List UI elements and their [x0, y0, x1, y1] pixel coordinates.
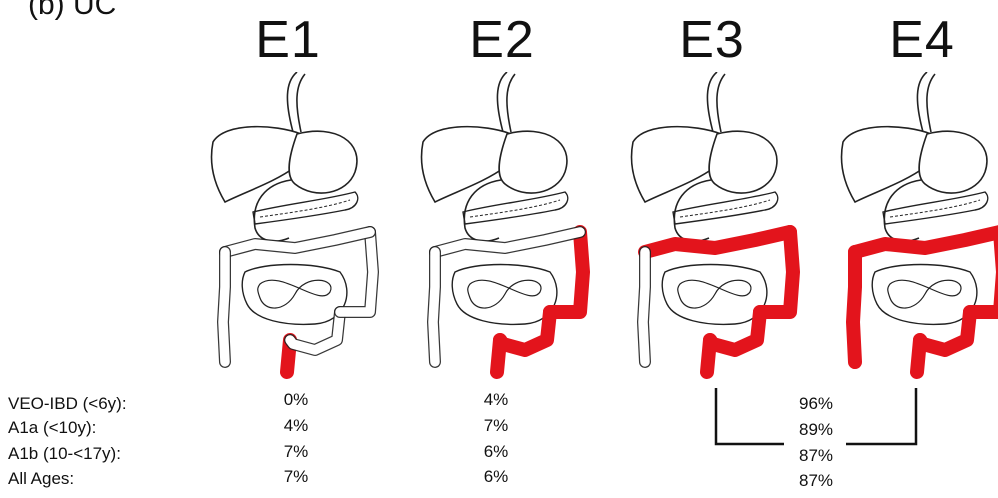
- row-label-a1b: A1b (10-<17y):: [8, 444, 121, 464]
- gi-tract-diagram-e1: [205, 72, 385, 392]
- extent-title-e2: E2: [442, 10, 562, 70]
- extent-title-e4: E4: [862, 10, 982, 70]
- stomach-outline: [709, 131, 777, 193]
- stomach-outline: [499, 131, 567, 193]
- value-a1b-e2: 6%: [466, 442, 526, 462]
- pancreas-outline: [463, 192, 568, 224]
- value-all-ages-e1: 7%: [266, 467, 326, 487]
- colon-ascending-lumen: [223, 252, 225, 362]
- value-a1a-e2: 7%: [466, 416, 526, 436]
- value-veo-ibd-e1: 0%: [266, 390, 326, 410]
- liver-outline: [632, 127, 722, 202]
- esophagus-outline: [717, 74, 725, 132]
- value-a1b-e1: 7%: [266, 442, 326, 462]
- gi-tract-diagram-e2: [415, 72, 595, 392]
- colon-ascending-lumen: [433, 252, 435, 362]
- extent-title-e1: E1: [228, 10, 348, 70]
- stomach-outline: [919, 131, 987, 193]
- value-all-ages-e3-e4: 87%: [786, 471, 846, 491]
- value-veo-ibd-e2: 4%: [466, 390, 526, 410]
- row-label-a1a: A1a (<10y):: [8, 418, 96, 438]
- esophagus-outline: [507, 74, 515, 132]
- esophagus-outline: [917, 72, 927, 132]
- row-label-all-ages: All Ages:: [8, 469, 74, 489]
- panel-label: (b) UC: [28, 0, 116, 22]
- colon-transverse-inflamed: [855, 232, 998, 252]
- liver-outline: [422, 127, 512, 202]
- esophagus-outline: [497, 72, 507, 132]
- esophagus-outline: [297, 74, 305, 132]
- value-all-ages-e2: 6%: [466, 467, 526, 487]
- extent-title-e3: E3: [652, 10, 772, 70]
- value-a1a-e1: 4%: [266, 416, 326, 436]
- row-label-veo-ibd: VEO-IBD (<6y):: [8, 394, 127, 414]
- pancreas-outline: [673, 192, 778, 224]
- esophagus-outline: [287, 72, 297, 132]
- esophagus-outline: [927, 74, 935, 132]
- liver-outline: [842, 127, 932, 202]
- pancreas-outline: [253, 192, 358, 224]
- gi-tract-diagram-e4: [835, 72, 998, 392]
- liver-outline: [212, 127, 302, 202]
- pancreas-outline: [883, 192, 988, 224]
- colon-ascending-lumen: [643, 252, 645, 362]
- esophagus-outline: [707, 72, 717, 132]
- stomach-outline: [289, 131, 357, 193]
- colon-ascending-inflamed: [853, 252, 855, 362]
- e3-e4-combined-bracket: [700, 380, 940, 460]
- colon-transverse-inflamed: [645, 232, 790, 252]
- gi-tract-diagram-e3: [625, 72, 805, 392]
